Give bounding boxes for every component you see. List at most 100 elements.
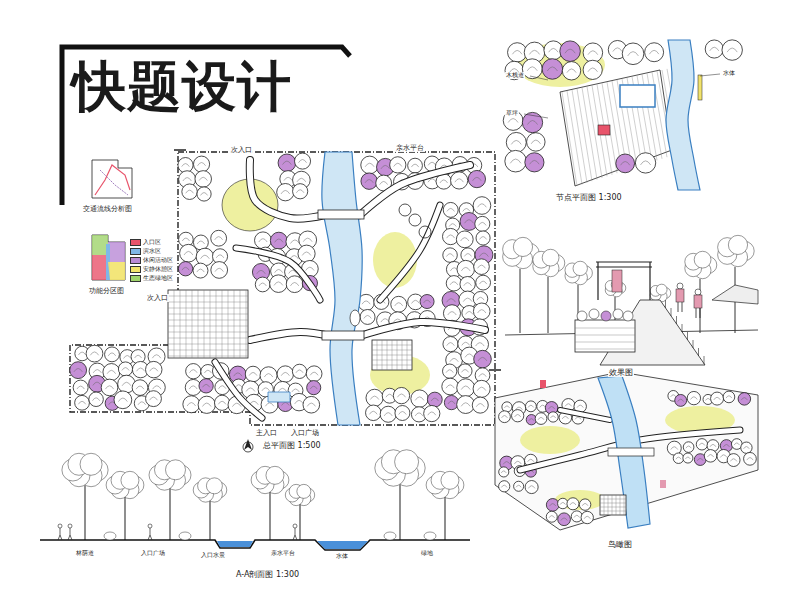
tree-canopy xyxy=(68,524,72,528)
drawing-stroke xyxy=(424,300,431,303)
legend-item: 休闲活动区 xyxy=(130,256,173,265)
tree-canopy xyxy=(411,390,428,407)
drawing-label: 入口广场 xyxy=(290,429,320,437)
drawing-stroke xyxy=(372,350,412,351)
drawing-stroke xyxy=(461,403,470,407)
drawing-stroke xyxy=(122,382,131,386)
tree-canopy xyxy=(683,453,693,463)
legend-text: 入口区 xyxy=(143,239,161,246)
tree-canopy xyxy=(298,245,315,262)
drawing-stroke xyxy=(150,368,158,371)
drawing-stroke xyxy=(74,368,82,371)
tree-canopy xyxy=(114,391,132,409)
drawing-stroke xyxy=(600,507,626,508)
tree-canopy xyxy=(360,309,375,324)
drawing-stroke xyxy=(479,374,486,377)
drawing-stroke xyxy=(292,389,299,392)
drawing-stroke xyxy=(529,419,534,421)
drawing-stroke xyxy=(600,499,626,500)
drawing-stroke xyxy=(168,314,248,315)
tree-canopy xyxy=(579,499,590,510)
tree-canopy xyxy=(456,231,473,248)
drawing-stroke xyxy=(232,403,241,406)
drawing-stroke xyxy=(200,193,207,196)
drawing-stroke xyxy=(466,311,473,314)
tree-canopy xyxy=(306,366,322,382)
drawing-stroke xyxy=(514,461,521,464)
drawing-stroke xyxy=(58,528,62,540)
tree-canopy xyxy=(548,412,558,422)
tree-canopy xyxy=(723,391,735,403)
drawing-stroke xyxy=(70,152,495,425)
drawing-stroke xyxy=(600,495,626,515)
drawing-stroke xyxy=(527,67,537,71)
drawing-stroke xyxy=(678,302,682,312)
drawing-stroke xyxy=(380,205,440,300)
drawing-stroke xyxy=(530,160,540,164)
tree-canopy xyxy=(193,156,209,172)
tree-canopy xyxy=(728,235,747,254)
tree-canopy xyxy=(409,214,421,226)
tree-canopy xyxy=(307,381,321,395)
tree-canopy xyxy=(673,453,684,464)
tree-canopy xyxy=(293,184,308,199)
tree-canopy xyxy=(361,156,379,174)
drawing-stroke xyxy=(540,380,546,388)
tree-canopy xyxy=(475,216,490,231)
tree-canopy xyxy=(399,204,411,216)
drawing-stroke xyxy=(510,159,521,163)
drawing-stroke xyxy=(428,412,436,415)
drawing-stroke xyxy=(282,161,291,165)
drawing-stroke xyxy=(575,417,581,419)
tree-canopy xyxy=(408,158,423,173)
drawing-stroke xyxy=(676,457,681,459)
tree-canopy xyxy=(105,347,120,362)
drawing-stroke xyxy=(620,85,655,107)
legend-swatch xyxy=(130,248,141,255)
tree-canopy xyxy=(589,309,599,319)
tree-canopy xyxy=(193,263,208,278)
tree-canopy xyxy=(744,452,757,465)
tree-canopy xyxy=(446,276,461,291)
tree-canopy xyxy=(506,132,526,152)
drawing-stroke xyxy=(78,352,85,355)
drawing-stroke xyxy=(411,164,418,167)
drawing-stroke xyxy=(360,322,485,336)
drawing-stroke xyxy=(40,540,470,550)
drawing-stroke xyxy=(562,416,568,419)
drawing-stroke xyxy=(290,240,299,244)
tree-canopy xyxy=(512,410,524,422)
tree-canopy xyxy=(75,395,90,410)
drawing-stroke xyxy=(480,237,487,240)
drawing-stroke xyxy=(570,503,576,505)
tree-canopy xyxy=(656,284,667,295)
drawing-stroke xyxy=(613,48,622,52)
drawing-stroke xyxy=(567,69,576,73)
drawing-stroke xyxy=(584,516,590,518)
drawing-stroke xyxy=(104,532,116,540)
tree-canopy xyxy=(70,362,87,379)
drawing-stroke xyxy=(369,411,377,414)
drawing-stroke xyxy=(299,499,300,540)
drawing-stroke xyxy=(710,47,719,51)
tree-canopy xyxy=(443,305,460,322)
drawing-stroke xyxy=(464,283,472,286)
drawing-stroke xyxy=(168,344,248,345)
tree-canopy xyxy=(562,62,580,80)
drawing-stroke xyxy=(531,140,540,144)
drawing-stroke xyxy=(720,455,727,458)
drawing-stroke xyxy=(448,401,455,404)
drawing-stroke xyxy=(691,397,698,400)
tree-canopy xyxy=(427,392,442,407)
drawing-stroke xyxy=(465,220,474,224)
tree-canopy xyxy=(211,230,227,246)
drawing-stroke xyxy=(303,238,312,242)
drawing-stroke xyxy=(275,239,283,242)
drawing-stroke xyxy=(168,332,248,333)
tree-canopy xyxy=(199,379,213,393)
drawing-stroke xyxy=(259,239,267,242)
drawing-label: 草坪 xyxy=(505,110,519,117)
drawing-stroke xyxy=(107,370,115,373)
drawing-stroke xyxy=(235,385,242,388)
